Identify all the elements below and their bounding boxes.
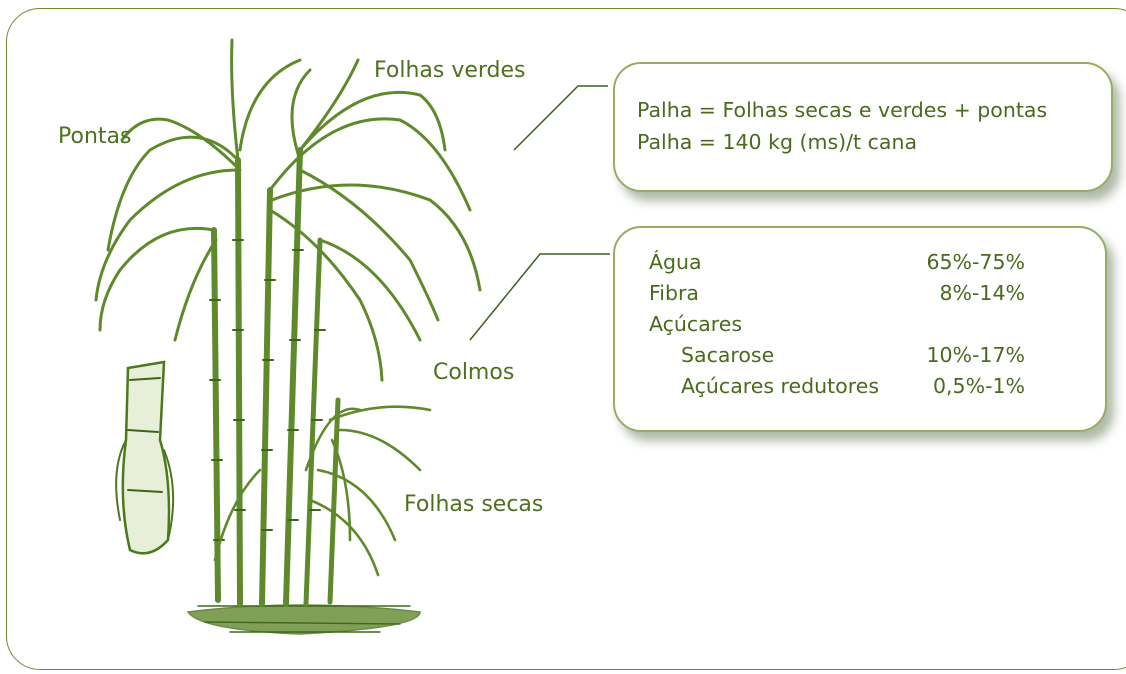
composition-name: Açúcares redutores — [681, 374, 879, 398]
composition-box: Água 65%-75% Fibra 8%-14% Açúcares Sacar… — [613, 226, 1107, 432]
composition-value: 0,5%-1% — [933, 374, 1025, 398]
composition-name: Água — [649, 250, 702, 274]
palha-quantity-text: Palha = 140 kg (ms)/t cana — [637, 130, 918, 154]
label-folhas-secas: Folhas secas — [404, 492, 544, 517]
palha-definition-text: Palha = Folhas secas e verdes + pontas — [637, 98, 1048, 122]
composition-value: 10%-17% — [926, 343, 1025, 367]
composition-name: Sacarose — [681, 343, 775, 367]
palha-info-box: Palha = Folhas secas e verdes + pontas P… — [613, 62, 1113, 192]
label-colmos: Colmos — [433, 360, 515, 385]
composition-name: Açúcares — [649, 312, 743, 336]
composition-value: 8%-14% — [939, 281, 1025, 305]
label-folhas-verdes: Folhas verdes — [374, 58, 526, 83]
figure-frame — [6, 8, 1126, 670]
composition-name: Fibra — [649, 281, 699, 305]
label-pontas: Pontas — [58, 124, 132, 149]
composition-value: 65%-75% — [926, 250, 1025, 274]
